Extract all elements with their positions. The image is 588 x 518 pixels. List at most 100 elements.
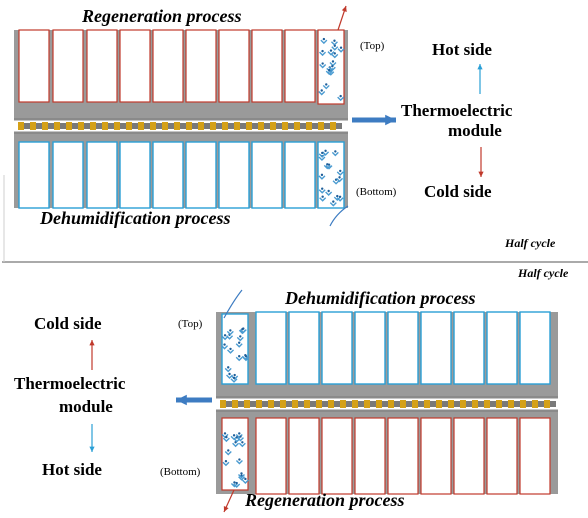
bottom-upper-droplet	[226, 374, 234, 379]
top-dehumidification-label: Dehumidification process	[40, 208, 231, 228]
bottom-module-junction	[514, 401, 520, 407]
top-module-junction	[120, 123, 126, 129]
bottom-module-plate	[216, 396, 558, 399]
bottom-upper-droplet-dot	[228, 372, 231, 376]
bottom-upper-droplet	[226, 335, 234, 340]
top-lower-droplet-dot	[321, 195, 324, 198]
top-module-junction	[264, 123, 270, 129]
top-module-junction	[84, 123, 90, 129]
bottom-lower-droplet-dot	[223, 432, 227, 435]
bottom-module-pellet	[232, 400, 238, 408]
bottom-upper-channel	[354, 311, 386, 385]
bottom-upper-droplet-dot	[227, 366, 230, 369]
top-module-junction	[96, 123, 102, 129]
top-upper-channel	[18, 29, 50, 103]
top-module-pellet	[270, 122, 276, 130]
top-lower-droplet	[325, 191, 333, 196]
top-module-pellet	[186, 122, 192, 130]
bottom-upper-droplet	[221, 345, 229, 350]
bottom-upper-droplet-dot	[223, 343, 226, 346]
top-lower-droplet-dot	[324, 149, 327, 153]
bottom-lower-channel	[453, 417, 485, 495]
top-module-junction	[72, 123, 78, 129]
top-lower-droplet	[318, 153, 326, 158]
bottom-module-pellet	[280, 400, 286, 408]
bottom-module-junction	[298, 401, 304, 407]
bottom-module-pellet	[460, 400, 466, 408]
bottom-lower-droplet	[222, 461, 230, 467]
bottom-module-junction	[430, 401, 436, 407]
bottom-lower-droplet	[241, 479, 249, 484]
bottom-module-junction	[490, 401, 496, 407]
bottom-lower-channel	[354, 417, 386, 495]
bottom-dehumidification-label: Dehumidification process	[285, 288, 476, 308]
top-module-junction	[300, 123, 306, 129]
top-module-line1: Thermoelectric	[401, 101, 513, 120]
top-module-pellet	[294, 122, 300, 130]
top-lower-droplet-dot	[334, 150, 337, 153]
bottom-module-pellet	[364, 400, 370, 408]
bottom-upper-droplet-dot	[229, 329, 232, 332]
bottom-lower-droplet-dot	[238, 432, 241, 435]
bottom-upper-droplet	[221, 335, 229, 341]
bottom-lower-droplet-dot	[238, 458, 241, 461]
top-to-cold-arrow-head	[478, 171, 484, 177]
bottom-module-pellet	[436, 400, 442, 408]
top-lower-channel	[218, 141, 250, 209]
bottom-to-cold-arrow-head	[89, 340, 95, 346]
bottom-hot-side-label: Hot side	[42, 460, 102, 479]
bottom-lower-droplet-dot	[224, 460, 228, 463]
bottom-lower-droplet-dot	[232, 434, 236, 437]
top-module-junction	[324, 123, 330, 129]
top-module-pellet	[54, 122, 60, 130]
top-upper-droplet-dot	[320, 89, 323, 92]
top-upper-droplet	[328, 66, 336, 72]
top-lower-channel	[284, 141, 316, 209]
top-module-junction	[180, 123, 186, 129]
top-upper-droplet-dot	[331, 65, 334, 68]
top-upper-channel	[119, 29, 151, 103]
bottom-upper-droplet	[235, 343, 243, 348]
bottom-lower-droplet	[224, 450, 232, 456]
bottom-upper-droplet-dot	[239, 335, 242, 338]
top-module-junction	[24, 123, 30, 129]
top-module-junction	[192, 123, 198, 129]
bottom-module-pellet	[532, 400, 538, 408]
top-module-pellet	[114, 122, 120, 130]
top-regeneration-label: Regeneration process	[82, 6, 242, 26]
bottom-module-pellet	[400, 400, 406, 408]
top-cold-side-label: Cold side	[424, 182, 492, 201]
top-upper-droplet	[331, 46, 339, 51]
bottom-lower-droplet-dot	[240, 472, 243, 475]
top-hot-flow-arrow-head	[341, 6, 347, 12]
bottom-module-pellet	[220, 400, 226, 408]
top-lower-droplet-dot	[320, 173, 324, 177]
top-upper-droplet-dot	[329, 49, 333, 52]
top-module-pellet	[198, 122, 204, 130]
top-lower-channel	[185, 141, 217, 209]
bottom-upper-desiccant-channel	[221, 313, 249, 385]
bottom-module-junction	[538, 401, 544, 407]
top-upper-droplet	[320, 39, 328, 45]
bottom-module-pellet	[244, 400, 250, 408]
bottom-module-line2: module	[59, 397, 113, 416]
top-upper-droplet-dot	[339, 46, 343, 49]
bottom-module-pellet	[256, 400, 262, 408]
bottom-lower-droplet	[235, 460, 243, 465]
top-module-junction	[228, 123, 234, 129]
top-lower-droplet-dot	[327, 189, 330, 193]
bottom-module-junction	[382, 401, 388, 407]
top-lower-droplet-dot	[336, 194, 339, 198]
top-lower-droplet	[336, 197, 344, 202]
top-lower-droplet	[322, 151, 330, 156]
top-module-junction	[336, 123, 342, 129]
bottom-upper-droplet-dot	[237, 341, 241, 344]
top-lower-channel	[52, 141, 84, 209]
top-module-plate	[14, 131, 348, 134]
top-module-direction-arrow-head	[385, 114, 396, 126]
top-lower-droplet	[318, 175, 326, 180]
bottom-module-pellet	[448, 400, 454, 408]
bottom-lower-desiccant-channel	[221, 417, 249, 491]
top-module-pellet	[126, 122, 132, 130]
